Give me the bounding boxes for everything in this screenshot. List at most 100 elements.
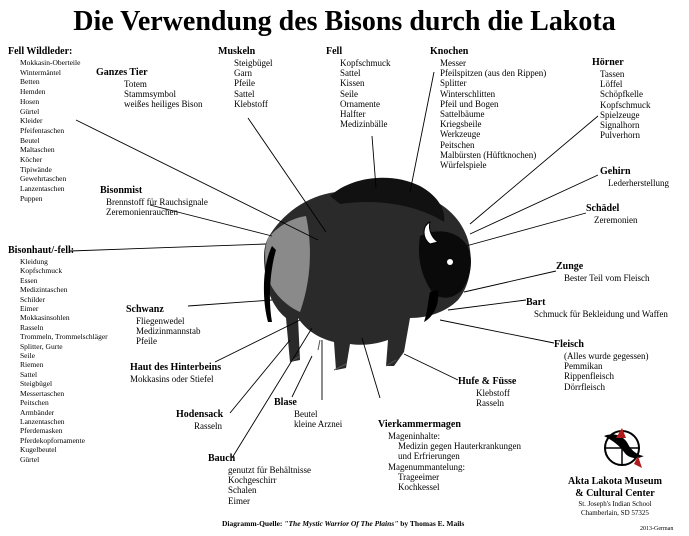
item: Eimer bbox=[20, 304, 39, 314]
heading-bauch: Bauch bbox=[208, 453, 236, 464]
heading-haut-hinterbeins: Haut des Hinterbeins bbox=[130, 362, 222, 373]
heading-muskeln: Muskeln bbox=[218, 46, 256, 57]
item: kleine Arznei bbox=[294, 419, 343, 430]
item: Medizinmannstab bbox=[136, 326, 201, 337]
group-bart: Bart Schmuck für Bekleidung und Waffen bbox=[526, 297, 668, 319]
heading-vierkammermagen: Vierkammermagen bbox=[378, 419, 461, 430]
item: Pfeile bbox=[234, 78, 255, 89]
item: Messertaschen bbox=[20, 388, 65, 398]
item: Garn bbox=[234, 68, 252, 79]
item: Steigbügel bbox=[234, 58, 273, 68]
heading-bart: Bart bbox=[526, 297, 546, 308]
item: Riemen bbox=[20, 360, 44, 370]
heading-hufe: Hufe & Füsse bbox=[458, 376, 517, 387]
item: Tassen bbox=[600, 69, 625, 79]
item: Lanzentaschen bbox=[20, 184, 65, 194]
heading-bisonmist: Bisonmist bbox=[100, 185, 143, 196]
heading-gehirn: Gehirn bbox=[600, 166, 631, 177]
item: Steigbügel bbox=[20, 379, 53, 389]
item: Klebstoff bbox=[476, 388, 510, 398]
group-zunge: Zunge Bester Teil vom Fleisch bbox=[556, 261, 649, 283]
item: Spielzeuge bbox=[600, 109, 640, 120]
group-hufe: Hufe & Füsse Klebstoff Rasseln bbox=[458, 376, 516, 408]
item: Beutel bbox=[20, 135, 40, 145]
item: Trommeln, Trommelschläger bbox=[20, 332, 108, 342]
heading-schwanz: Schwanz bbox=[126, 304, 164, 315]
item: Messer bbox=[440, 58, 466, 68]
group-blase: Blase Beutel kleine Arznei bbox=[274, 397, 342, 429]
page-title: Die Verwendung des Bisons durch die Lako… bbox=[73, 6, 616, 37]
group-bauch: Bauch genutzt für Behältnisse Kochgeschi… bbox=[208, 453, 311, 506]
item: Brennstoff für Rauchsignale bbox=[106, 197, 208, 207]
item: Sattel bbox=[340, 68, 361, 79]
item: Eimer bbox=[228, 495, 250, 506]
item: Zeremonienrauchen bbox=[106, 207, 178, 218]
museum-place: Chamberlain, SD 57325 bbox=[581, 508, 649, 517]
item: Ornamente bbox=[340, 98, 380, 109]
item: Gürtel bbox=[20, 454, 40, 464]
heading-fleisch: Fleisch bbox=[554, 339, 584, 350]
group-vierkammermagen: Vierkammermagen Mageninhalte: Medizin ge… bbox=[378, 419, 521, 492]
item: Puppen bbox=[20, 193, 43, 203]
item: Medizin gegen Hauterkrankungen bbox=[398, 441, 521, 452]
item: Kochkessel bbox=[398, 482, 440, 493]
item: Löffel bbox=[600, 79, 623, 90]
item: Pfeil und Bogen bbox=[440, 98, 499, 109]
item: Medizintaschen bbox=[20, 285, 68, 295]
item: Seile bbox=[340, 88, 358, 99]
item: Splitter, Gurte bbox=[20, 341, 63, 351]
item: Pemmikan bbox=[564, 361, 603, 372]
item: Schöpfkelle bbox=[600, 89, 643, 100]
item: Malbürsten (Hüftknochen) bbox=[440, 149, 537, 160]
item: Kopfschmuck bbox=[600, 99, 651, 110]
group-hodensack: Hodensack Rasseln bbox=[176, 409, 223, 431]
group-hoerner: Hörner Tassen Löffel Schöpfkelle Kopfsch… bbox=[592, 57, 651, 140]
item: Gürtel bbox=[20, 106, 40, 116]
heading-bisonhaut: Bisonhaut/-fell: bbox=[8, 245, 75, 256]
diagram-source: Diagramm-Quelle: "The Mystic Warrior Of … bbox=[222, 519, 464, 528]
item: Rasseln bbox=[20, 322, 44, 332]
item: Wintermäntel bbox=[20, 67, 61, 77]
item: weißes heiliges Bison bbox=[124, 99, 203, 110]
item: Gewehrtaschen bbox=[20, 174, 67, 184]
museum-credit: Akta Lakota Museum & Cultural Center St.… bbox=[568, 476, 662, 517]
item: Sattel bbox=[20, 369, 38, 379]
heading-knochen: Knochen bbox=[430, 46, 469, 57]
item: Essen bbox=[20, 275, 38, 285]
item: Pulverhorn bbox=[600, 130, 640, 141]
item: Seile bbox=[20, 351, 35, 361]
item: Schmuck für Bekleidung und Waffen bbox=[534, 309, 668, 319]
item: Sattelbäume bbox=[440, 109, 485, 120]
museum-name-line2: & Cultural Center bbox=[575, 488, 655, 499]
item: Fliegenwedel bbox=[136, 316, 185, 326]
item: Hemden bbox=[20, 87, 46, 97]
item: Tipiwände bbox=[20, 164, 52, 174]
item: Mokkasinsohlen bbox=[20, 313, 70, 323]
item: Winterschlitten bbox=[440, 88, 496, 99]
item: Kriegsbeile bbox=[440, 119, 482, 130]
item: Lederherstellung bbox=[608, 178, 669, 188]
item: Lanzentaschen bbox=[20, 416, 65, 426]
item: Stammsymbol bbox=[124, 89, 177, 100]
item: Kopfschmuck bbox=[20, 266, 63, 276]
heading-hoerner: Hörner bbox=[592, 57, 624, 68]
group-fell-wildleder: Fell Wildleder: Mokkasin-Oberteile Winte… bbox=[8, 46, 80, 204]
item: Beutel bbox=[294, 409, 318, 419]
item: Schilder bbox=[20, 294, 45, 304]
source-prefix: Diagramm-Quelle: bbox=[222, 519, 283, 528]
item: genutzt für Behältnisse bbox=[228, 465, 311, 475]
item: Kissen bbox=[340, 78, 365, 89]
item: Werkzeuge bbox=[440, 129, 481, 140]
item: Kleidung bbox=[20, 257, 48, 266]
item: (Alles wurde gegessen) bbox=[564, 351, 649, 361]
item: Pferdekopfornamente bbox=[20, 435, 85, 445]
item: und Erfrierungen bbox=[398, 451, 460, 462]
museum-name-line1: Akta Lakota Museum bbox=[568, 476, 662, 487]
group-gehirn: Gehirn Lederherstellung bbox=[600, 166, 669, 188]
group-knochen: Knochen Messer Pfeilspitzen (aus den Rip… bbox=[430, 46, 546, 170]
group-fell: Fell Kopfschmuck Sattel Kissen Seile Orn… bbox=[326, 46, 391, 129]
heading-fell-wildleder: Fell Wildleder: bbox=[8, 46, 73, 57]
item: Betten bbox=[20, 77, 40, 87]
item: Pfeilspitzen (aus den Rippen) bbox=[440, 68, 547, 79]
